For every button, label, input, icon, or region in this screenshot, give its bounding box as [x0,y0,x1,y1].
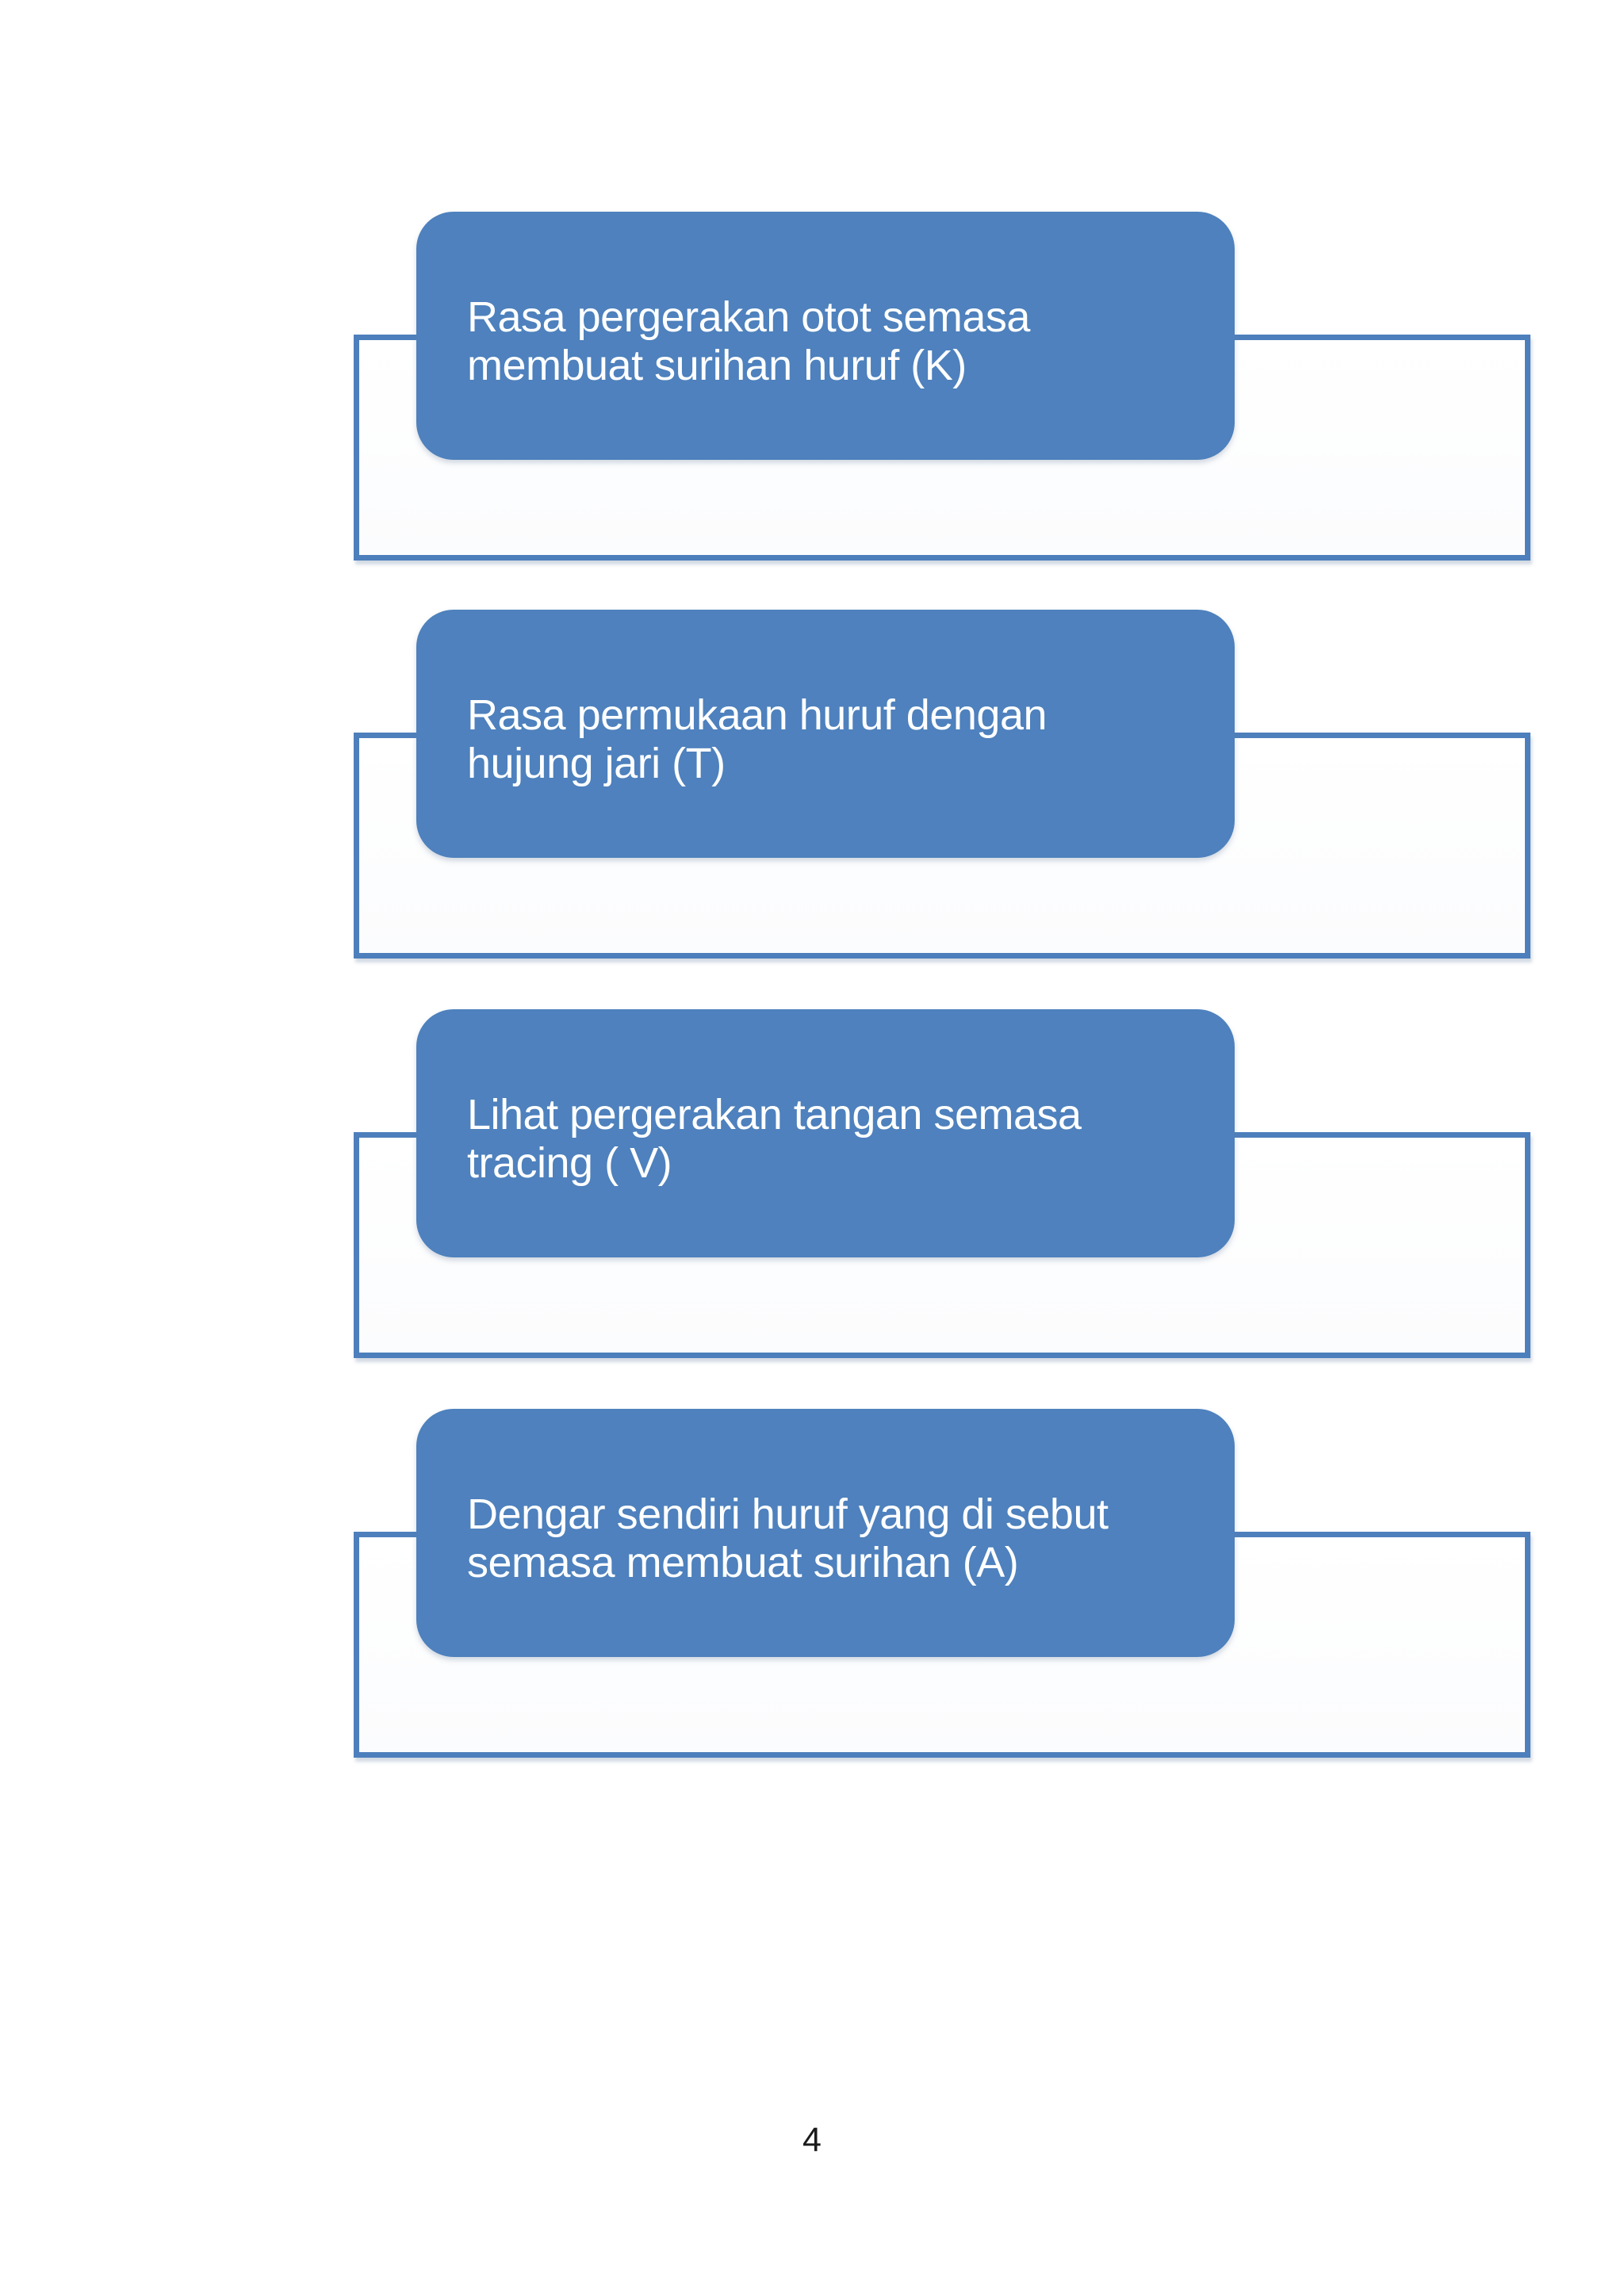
process-item-tactile: Rasa permukaan huruf dengan hujung jari … [0,610,1624,1084]
process-item-auditory: Dengar sendiri huruf yang di sebut semas… [0,1409,1624,1883]
box-label: Rasa pergerakan otot semasa membuat suri… [467,293,1030,389]
box-label: Lihat pergerakan tangan semasa tracing (… [467,1090,1082,1187]
rounded-callout-box: Rasa permukaan huruf dengan hujung jari … [416,610,1235,858]
rounded-callout-box: Rasa pergerakan otot semasa membuat suri… [416,212,1235,460]
process-item-kinesthetic: Rasa pergerakan otot semasa membuat suri… [0,212,1624,686]
box-label: Dengar sendiri huruf yang di sebut semas… [467,1490,1109,1586]
box-label: Rasa permukaan huruf dengan hujung jari … [467,691,1048,787]
process-item-visual: Lihat pergerakan tangan semasa tracing (… [0,1009,1624,1483]
rounded-callout-box: Dengar sendiri huruf yang di sebut semas… [416,1409,1235,1657]
rounded-callout-box: Lihat pergerakan tangan semasa tracing (… [416,1009,1235,1257]
page-number: 4 [802,2121,822,2159]
